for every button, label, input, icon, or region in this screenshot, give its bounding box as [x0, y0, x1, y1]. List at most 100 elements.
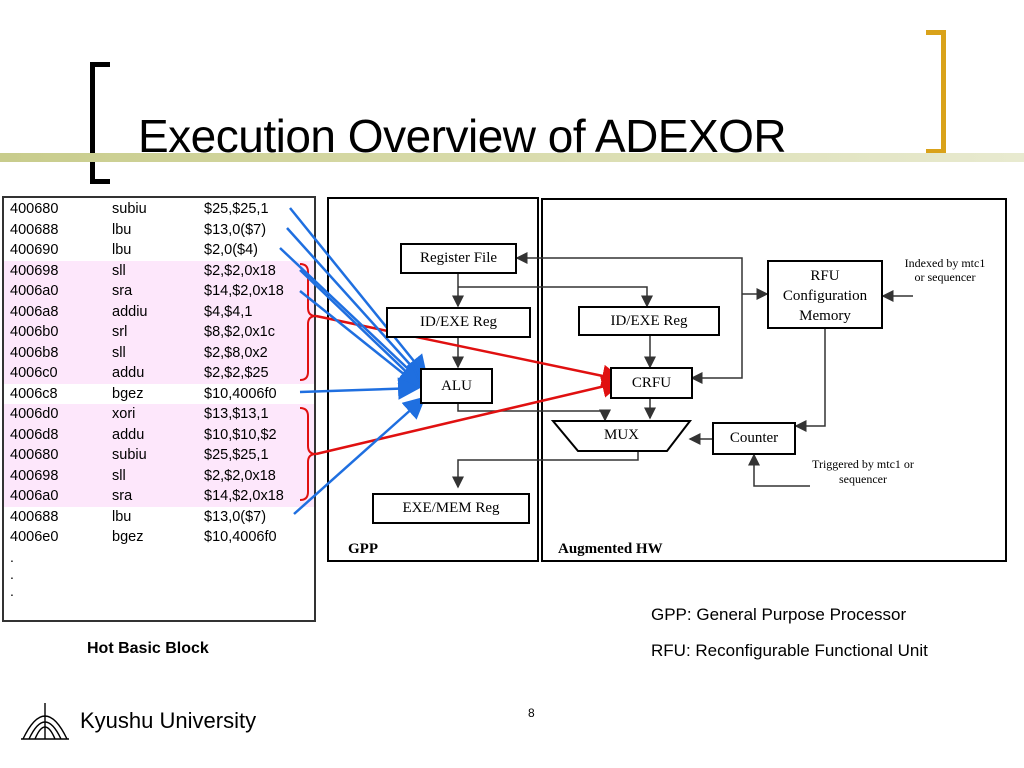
code-row: 400698 sll $2,$2,0x18: [4, 260, 314, 281]
augmented-hw-panel-label: Augmented HW: [558, 541, 663, 557]
indexed-note: Indexed by mtc1 or sequencer: [898, 256, 992, 284]
instruction-opcode: sll: [112, 262, 126, 279]
instruction-opcode: lbu: [112, 221, 132, 238]
instruction-address: 4006b0: [10, 324, 59, 340]
instruction-address: 4006c8: [10, 385, 58, 402]
instruction-operands: $10,$10,$2: [204, 426, 277, 443]
idexe-reg-hw-box: ID/EXE Reg: [578, 306, 720, 336]
title-underline-bar: [0, 153, 1024, 162]
instruction-operands: $25,$25,1: [204, 201, 269, 217]
instruction-opcode: sll: [112, 467, 126, 484]
rfu-configuration-memory-box: RFU Configuration Memory: [767, 260, 883, 329]
instruction-opcode: srl: [112, 324, 128, 340]
instruction-operands: $4,$4,1: [204, 303, 253, 320]
exe-mem-reg-box: EXE/MEM Reg: [372, 493, 530, 524]
instruction-address: 4006e0: [10, 529, 59, 545]
crfu-label: CRFU: [631, 375, 672, 391]
instruction-address: 4006a0: [10, 488, 59, 504]
slide-title: Execution Overview of ADEXOR: [138, 110, 787, 162]
legend-gpp: GPP: General Purpose Processor: [651, 605, 907, 624]
code-row: 4006a8 addiu $4,$4,1: [4, 301, 314, 322]
rfu-mem-line-1: RFU: [810, 268, 840, 284]
instruction-address: 400698: [10, 262, 59, 279]
instruction-operands: $10,4006f0: [204, 385, 277, 402]
indexed-note-line-2: or sequencer: [914, 270, 976, 284]
instruction-operands: $13,$13,1: [204, 406, 269, 422]
instruction-opcode: sra: [112, 283, 133, 299]
code-row: 4006d0 xori $13,$13,1: [4, 404, 314, 425]
idexe-reg-gpp-label: ID/EXE Reg: [419, 314, 498, 330]
counter-label: Counter: [729, 430, 779, 446]
rfu-mem-line-2: Configuration: [782, 288, 868, 304]
ellipsis-dot: .: [10, 582, 14, 599]
code-row: 4006a0 sra $14,$2,0x18: [4, 486, 314, 507]
instruction-opcode: bgez: [112, 529, 144, 545]
instruction-opcode: subiu: [112, 447, 147, 463]
instruction-operands: $8,$2,0x1c: [204, 324, 275, 340]
instruction-address: 4006c0: [10, 365, 58, 381]
mux-label: MUX: [603, 427, 639, 443]
idexe-reg-gpp-box: ID/EXE Reg: [386, 307, 531, 338]
indexed-note-line-1: Indexed by mtc1: [904, 256, 986, 270]
exe-mem-reg-label: EXE/MEM Reg: [402, 500, 500, 516]
instruction-operands: $14,$2,0x18: [204, 488, 284, 504]
instruction-address: 400688: [10, 221, 59, 238]
instruction-operands: $25,$25,1: [204, 447, 269, 463]
instruction-opcode: sra: [112, 488, 133, 504]
ellipsis-dot: .: [10, 548, 14, 565]
kyushu-university-logo: [17, 699, 73, 743]
instruction-opcode: addiu: [112, 303, 148, 320]
code-row: 4006b0 srl $8,$2,0x1c: [4, 322, 314, 343]
register-file-box: Register File: [400, 243, 517, 274]
hot-basic-block-caption: Hot Basic Block: [87, 640, 209, 657]
title-bracket-right: [926, 30, 946, 154]
code-row: 400688 lbu $13,0($7): [4, 220, 314, 241]
instruction-address: 4006d8: [10, 426, 59, 443]
code-row: 400698 sll $2,$2,0x18: [4, 465, 314, 486]
instruction-address: 4006a0: [10, 283, 59, 299]
instruction-opcode: lbu: [112, 508, 132, 525]
gpp-panel-label: GPP: [348, 541, 378, 557]
code-row: 4006e0 bgez $10,4006f0: [4, 527, 314, 548]
code-row: 4006a0 sra $14,$2,0x18: [4, 281, 314, 302]
instruction-opcode: bgez: [112, 385, 144, 402]
instruction-opcode: xori: [112, 406, 136, 422]
instruction-operands: $13,0($7): [204, 221, 267, 238]
instruction-operands: $2,$2,$25: [204, 365, 269, 381]
alu-box: ALU: [420, 368, 493, 404]
instruction-operands: $10,4006f0: [204, 529, 277, 545]
page-number: 8: [528, 706, 535, 720]
instruction-address: 4006b8: [10, 344, 59, 361]
instruction-operands: $2,$2,0x18: [204, 262, 276, 279]
instruction-operands: $14,$2,0x18: [204, 283, 284, 299]
instruction-opcode: lbu: [112, 242, 132, 258]
alu-label: ALU: [441, 378, 472, 394]
triggered-note-line-2: sequencer: [839, 472, 887, 486]
instruction-opcode: addu: [112, 365, 145, 381]
instruction-address: 400690: [10, 242, 59, 258]
ellipsis-dot: .: [10, 565, 14, 582]
rfu-mem-line-3: Memory: [799, 308, 851, 324]
instruction-address: 4006d0: [10, 406, 59, 422]
instruction-address: 400698: [10, 467, 59, 484]
instruction-address: 400688: [10, 508, 59, 525]
instruction-address: 400680: [10, 201, 59, 217]
triggered-note-line-1: Triggered by mtc1 or: [812, 457, 914, 471]
legend-rfu: RFU: Reconfigurable Functional Unit: [651, 641, 928, 660]
crfu-box: CRFU: [610, 367, 693, 399]
code-row: 4006c0 addu $2,$2,$25: [4, 363, 314, 384]
instruction-address: 4006a8: [10, 303, 59, 320]
code-row: 400680 subiu $25,$25,1: [4, 445, 314, 466]
instruction-operands: $13,0($7): [204, 508, 267, 525]
instruction-operands: $2,$2,0x18: [204, 467, 276, 484]
triggered-note: Triggered by mtc1 or sequencer: [793, 457, 933, 487]
instruction-operands: $2,$8,0x2: [204, 344, 268, 361]
code-row: 400688 lbu $13,0($7): [4, 507, 314, 528]
instruction-address: 400680: [10, 447, 59, 463]
